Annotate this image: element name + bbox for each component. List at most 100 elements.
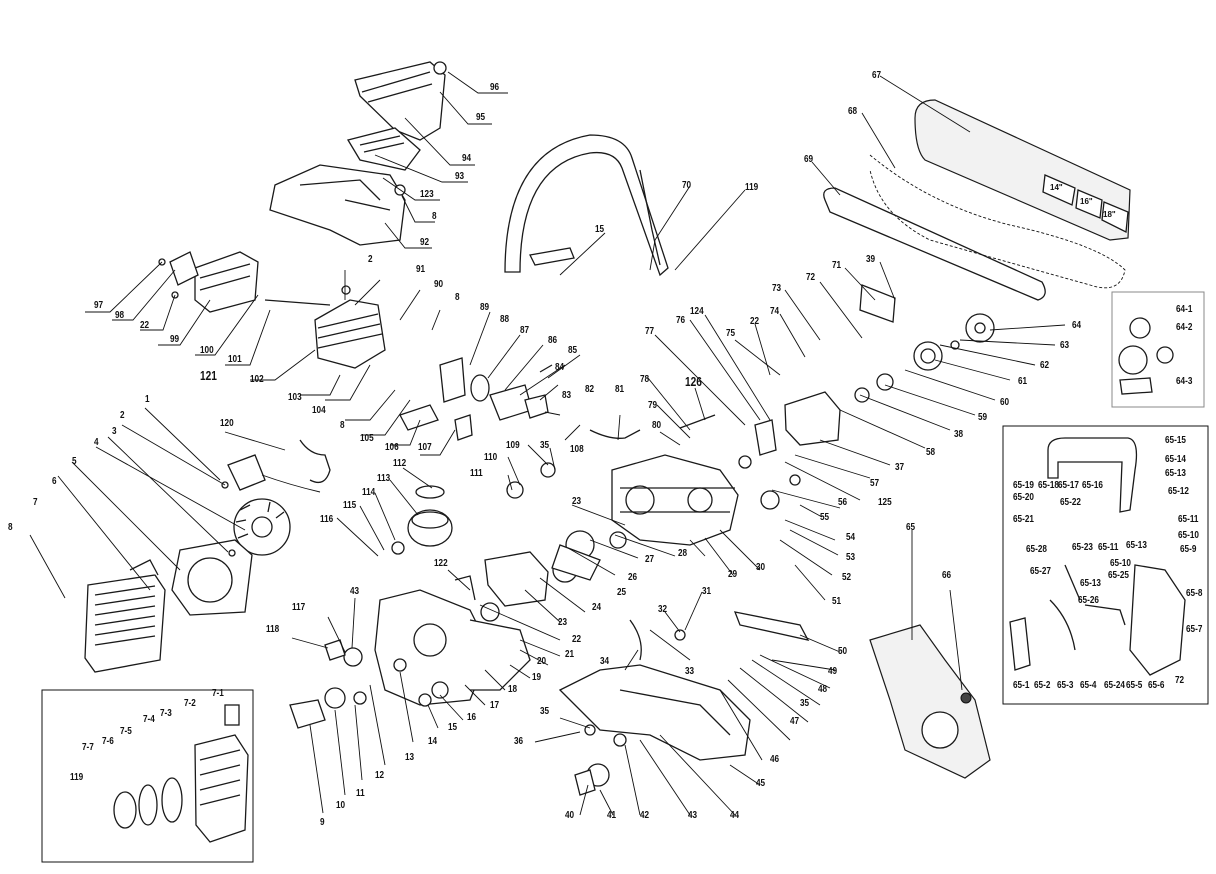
label-43b: 43 — [688, 808, 697, 820]
label-10: 10 — [336, 798, 345, 810]
label-30: 30 — [756, 560, 765, 572]
label-65-11b: 65-11 — [1098, 540, 1118, 552]
label-22a: 22 — [140, 318, 149, 330]
label-7-2: 7-2 — [184, 696, 196, 708]
label-25: 25 — [617, 585, 626, 597]
scabbard-16-label: 16" — [1080, 197, 1093, 206]
label-2a: 2 — [368, 252, 373, 264]
label-18: 18 — [508, 682, 517, 694]
label-113: 113 — [377, 471, 390, 483]
label-64-2: 64-2 — [1176, 320, 1192, 332]
label-56: 56 — [838, 495, 847, 507]
label-37: 37 — [895, 460, 904, 472]
flywheel-part — [233, 498, 291, 556]
label-61: 61 — [1018, 374, 1027, 386]
crankcase-part — [374, 589, 531, 706]
bar-scabbard-part: 14" 16" 18" — [914, 99, 1131, 241]
label-55: 55 — [820, 510, 829, 522]
part-number-labels: 96 95 94 93 123 8 92 97 98 22 99 100 101… — [8, 68, 1202, 827]
label-90: 90 — [434, 277, 443, 289]
label-73: 73 — [772, 281, 781, 293]
label-91: 91 — [416, 262, 425, 274]
label-24: 24 — [592, 600, 602, 612]
label-105: 105 — [360, 431, 374, 443]
label-47: 47 — [790, 714, 799, 726]
label-126: 126 — [685, 375, 702, 389]
label-49: 49 — [828, 664, 837, 676]
label-17: 17 — [490, 698, 499, 710]
clutch-sprocket-part — [854, 313, 995, 403]
label-117: 117 — [292, 600, 305, 612]
label-65-23: 65-23 — [1072, 540, 1093, 552]
label-23b: 23 — [558, 615, 567, 627]
label-103: 103 — [288, 390, 302, 402]
label-72b: 72 — [1175, 673, 1184, 685]
label-65-27: 65-27 — [1030, 564, 1051, 576]
label-19: 19 — [532, 670, 541, 682]
label-27: 27 — [645, 552, 654, 564]
label-20: 20 — [537, 654, 546, 666]
label-72: 72 — [806, 270, 815, 282]
scabbard-18-label: 18" — [1103, 210, 1116, 219]
label-35a: 35 — [540, 438, 549, 450]
label-125: 125 — [878, 495, 892, 507]
label-65-13c: 65-13 — [1080, 576, 1101, 588]
label-75: 75 — [726, 326, 735, 338]
label-8a: 8 — [432, 209, 437, 221]
label-115: 115 — [343, 498, 356, 510]
label-69: 69 — [804, 152, 813, 164]
label-65-4: 65-4 — [1080, 678, 1097, 690]
label-67: 67 — [872, 68, 881, 80]
label-51: 51 — [832, 594, 841, 606]
label-70: 70 — [682, 178, 691, 190]
label-12: 12 — [375, 768, 384, 780]
label-65-11: 65-11 — [1178, 512, 1198, 524]
guide-bar-part — [823, 187, 1046, 301]
label-65-19: 65-19 — [1013, 478, 1034, 490]
label-71: 71 — [832, 258, 841, 270]
leader-lines — [29, 71, 1066, 816]
ignition-coil-part — [227, 454, 321, 493]
label-65-7: 65-7 — [1186, 622, 1202, 634]
label-31: 31 — [702, 584, 711, 596]
label-120: 120 — [220, 416, 234, 428]
piston-part — [391, 485, 453, 555]
label-34: 34 — [600, 654, 610, 666]
label-54: 54 — [846, 530, 856, 542]
label-95: 95 — [476, 110, 485, 122]
label-7-1: 7-1 — [212, 686, 224, 698]
label-65-9: 65-9 — [1180, 542, 1196, 554]
label-66: 66 — [942, 568, 951, 580]
label-123: 123 — [420, 187, 434, 199]
label-65-12: 65-12 — [1168, 484, 1189, 496]
label-6: 6 — [52, 474, 57, 486]
label-65-13a: 65-13 — [1165, 466, 1186, 478]
label-114: 114 — [362, 485, 376, 497]
label-82: 82 — [585, 382, 594, 394]
main-housing-part — [611, 454, 739, 546]
label-65-5: 65-5 — [1126, 678, 1142, 690]
label-97: 97 — [94, 298, 103, 310]
label-15a: 15 — [595, 222, 604, 234]
label-65-20: 65-20 — [1013, 490, 1034, 502]
label-8d: 8 — [8, 520, 13, 532]
label-35c: 35 — [800, 696, 809, 708]
label-100: 100 — [200, 343, 214, 355]
label-65-21: 65-21 — [1013, 512, 1034, 524]
label-99: 99 — [170, 332, 179, 344]
label-62: 62 — [1040, 358, 1049, 370]
label-22b: 22 — [750, 314, 759, 326]
clutch-inset-parts — [1118, 317, 1174, 395]
label-80: 80 — [652, 418, 661, 430]
top-cover-part — [354, 61, 447, 141]
rear-handle-part — [558, 664, 751, 761]
label-92: 92 — [420, 235, 429, 247]
label-7-5: 7-5 — [120, 724, 132, 736]
label-7-3: 7-3 — [160, 706, 172, 718]
label-81: 81 — [615, 382, 624, 394]
label-111: 111 — [470, 466, 483, 478]
label-106: 106 — [385, 440, 399, 452]
label-58: 58 — [926, 445, 935, 457]
label-7-6: 7-6 — [102, 734, 114, 746]
